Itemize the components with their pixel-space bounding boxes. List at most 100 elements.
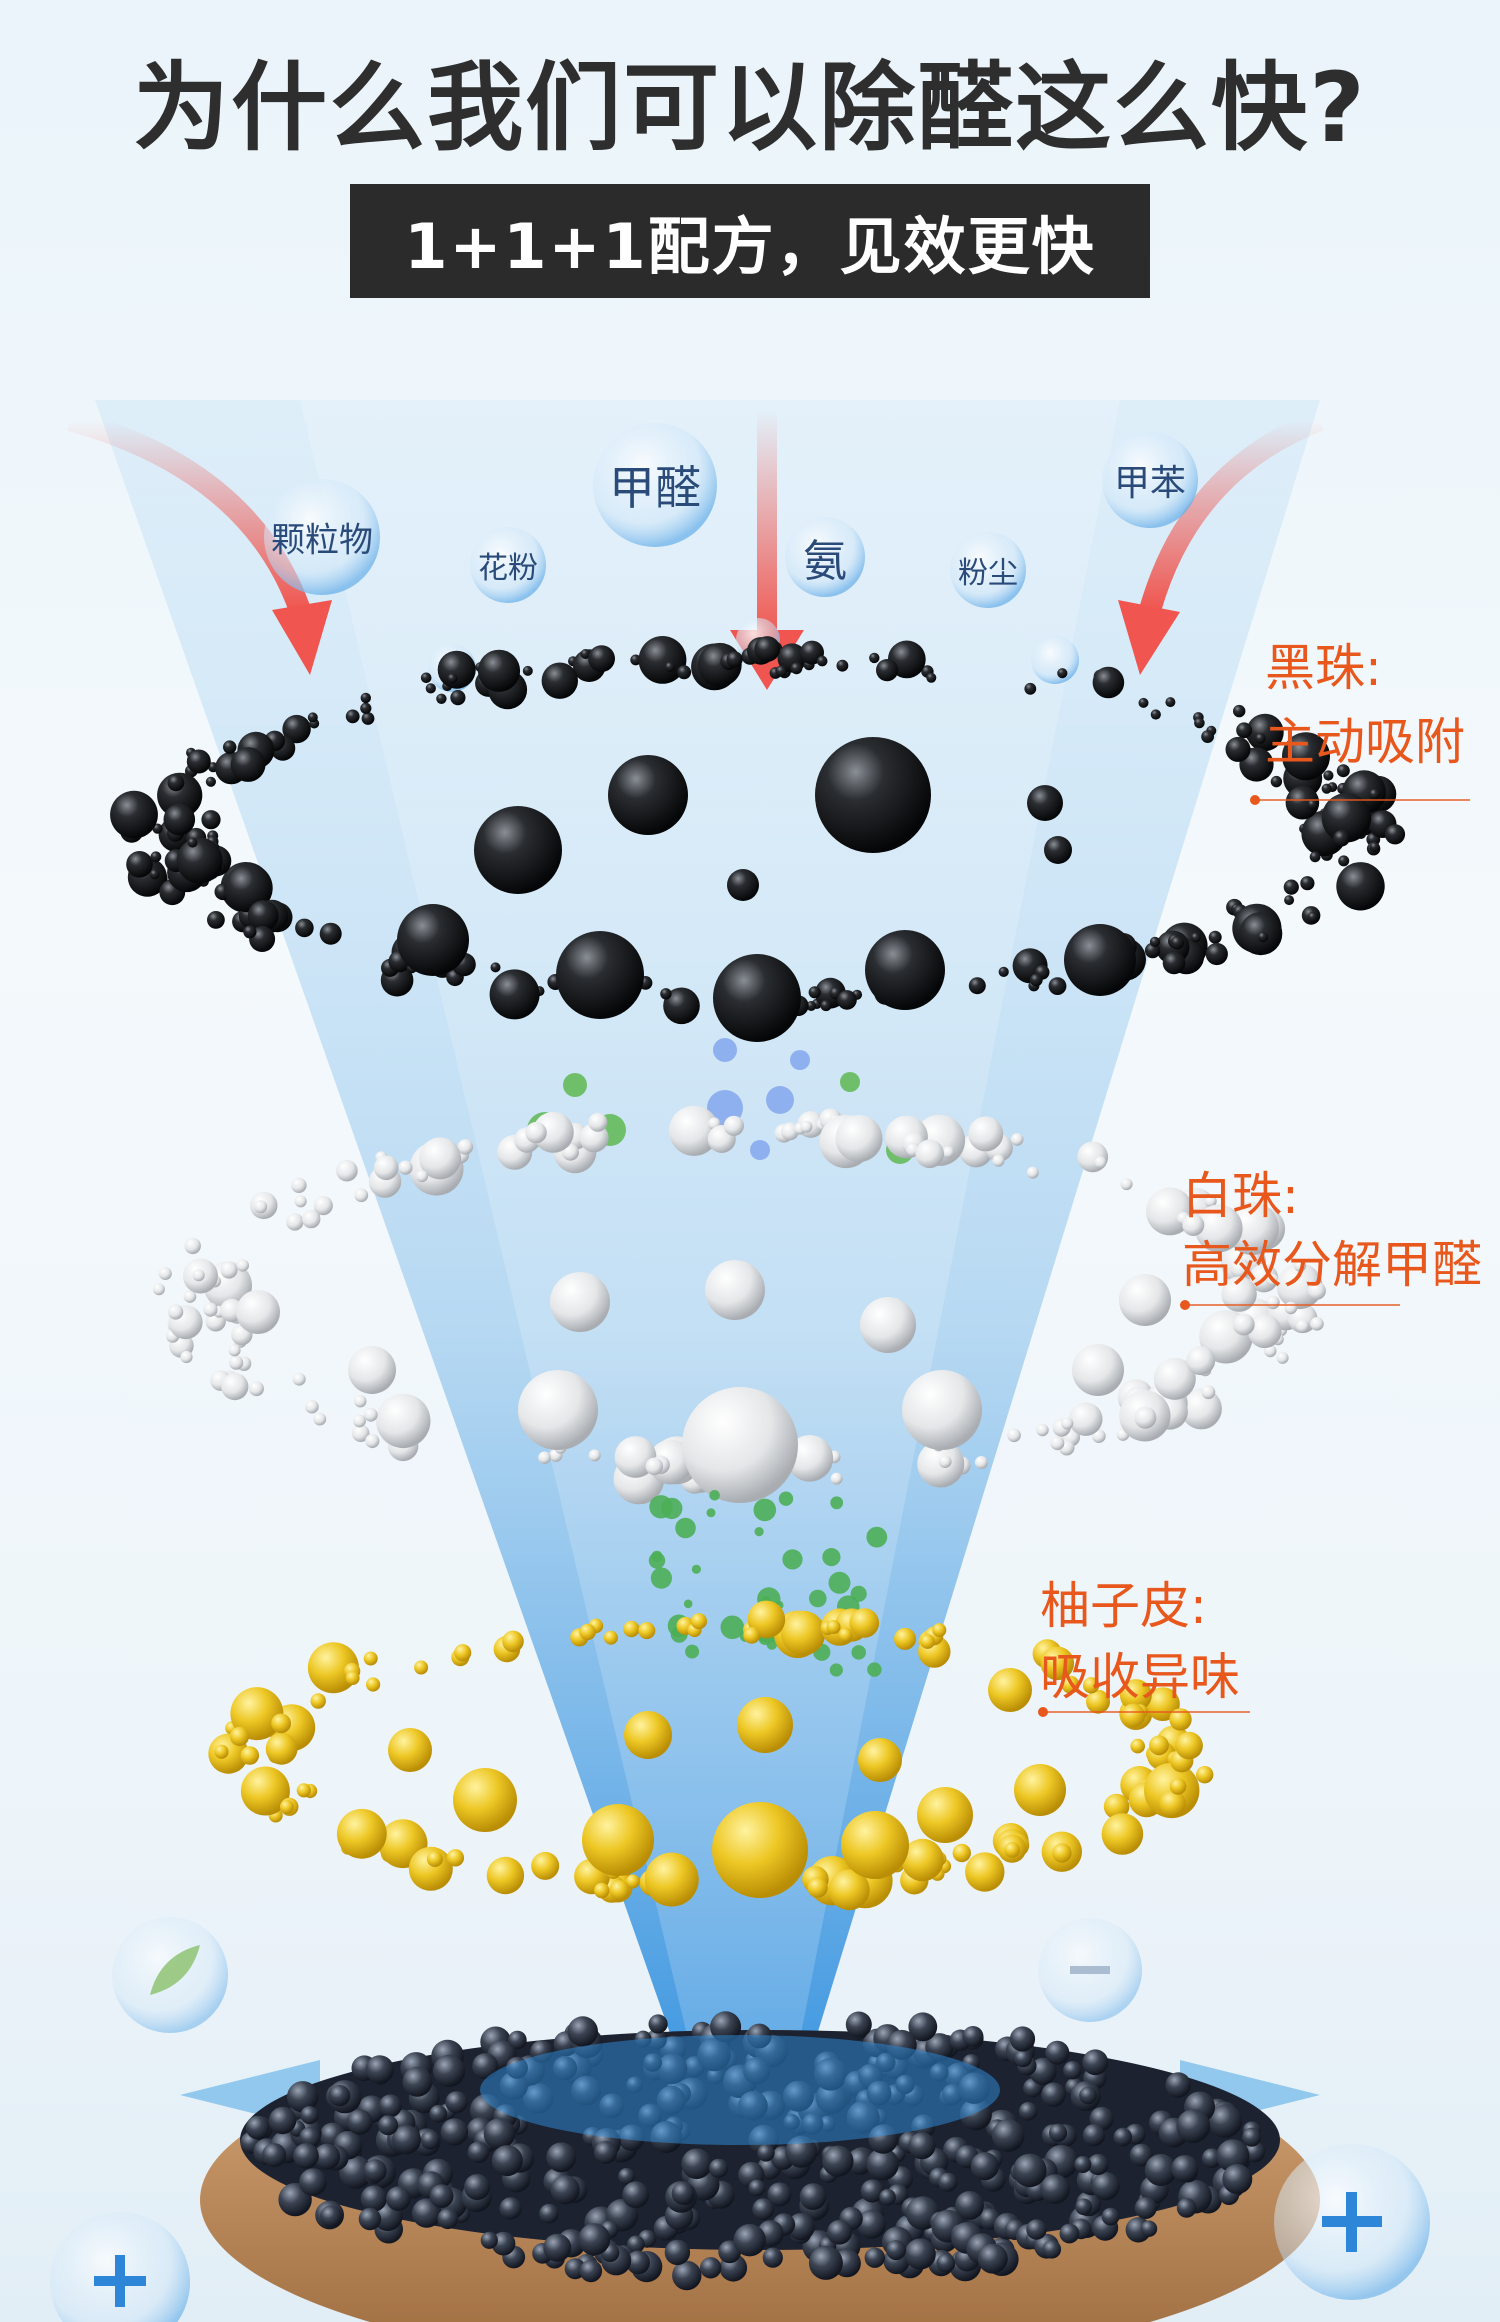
bowl-bead bbox=[437, 2208, 459, 2230]
bowl-bead bbox=[1129, 2143, 1153, 2167]
bowl-bead bbox=[864, 2247, 885, 2268]
white-bead bbox=[800, 1120, 813, 1133]
pomelo-bead bbox=[594, 1882, 610, 1899]
black-bead bbox=[474, 806, 562, 894]
white-bead bbox=[236, 1259, 249, 1272]
black-bead bbox=[638, 636, 687, 684]
white-bead bbox=[902, 1370, 982, 1450]
white-bead bbox=[1266, 1274, 1279, 1286]
pomelo-bead bbox=[271, 1713, 291, 1734]
bowl-bead bbox=[904, 2238, 936, 2270]
white-bead bbox=[236, 1290, 280, 1334]
white-bead bbox=[351, 1424, 370, 1443]
bowl-bead bbox=[386, 2186, 411, 2211]
pomelo-peel-title: 柚子皮: bbox=[1040, 1577, 1207, 1635]
white-bead bbox=[1307, 1281, 1326, 1300]
black-bead bbox=[282, 714, 311, 744]
bowl-bead bbox=[412, 2198, 442, 2228]
bowl-bead bbox=[799, 2183, 827, 2211]
bowl-bead bbox=[1014, 2049, 1033, 2068]
white-bead bbox=[152, 1283, 165, 1296]
white-bead bbox=[1007, 1428, 1021, 1443]
white-bead bbox=[1120, 1178, 1133, 1191]
white-bead bbox=[938, 1455, 952, 1468]
bowl-bead bbox=[748, 2179, 766, 2197]
black-bead bbox=[450, 690, 466, 706]
bowl-bead bbox=[970, 2152, 999, 2181]
pomelo-bead bbox=[310, 1693, 326, 1709]
white-bead bbox=[588, 1112, 608, 1132]
black-bead bbox=[490, 962, 501, 973]
bowl-bead bbox=[1242, 2127, 1262, 2147]
bowl-bead bbox=[1082, 2049, 1109, 2076]
white-bead bbox=[416, 1170, 428, 1183]
white-bead bbox=[348, 1346, 396, 1394]
pomelo-bead bbox=[932, 1623, 947, 1638]
bowl-bead bbox=[822, 2145, 854, 2177]
black-bead bbox=[1336, 764, 1350, 778]
black-bead bbox=[1282, 732, 1330, 781]
bowl-bead bbox=[827, 2219, 852, 2245]
white-bead bbox=[180, 1350, 193, 1364]
black-bead bbox=[727, 869, 759, 901]
pomelo-bead bbox=[625, 1874, 640, 1889]
black-bead bbox=[425, 683, 436, 694]
bowl-bead bbox=[1091, 2172, 1120, 2201]
bowl-bead bbox=[626, 2250, 650, 2275]
bowl-bead bbox=[539, 2203, 559, 2224]
white-bead bbox=[354, 1188, 369, 1203]
black-bead bbox=[816, 655, 828, 667]
bowl-bead bbox=[1082, 2124, 1105, 2147]
white-bead bbox=[292, 1372, 306, 1386]
bowl-bead bbox=[287, 2081, 319, 2113]
bowl-bead bbox=[429, 2184, 454, 2209]
black-bead bbox=[207, 911, 225, 929]
bowl-bead bbox=[358, 2207, 382, 2231]
white-bead bbox=[835, 1115, 883, 1162]
pomelo-bead bbox=[1196, 1766, 1214, 1784]
black-bead bbox=[447, 673, 458, 684]
bowl-bead bbox=[1040, 2174, 1070, 2205]
pollutant-label-particles: 颗粒物 bbox=[271, 520, 373, 561]
bowl-bead bbox=[618, 2168, 635, 2185]
bowl-bead bbox=[320, 2205, 342, 2227]
white-bead bbox=[1119, 1274, 1171, 1326]
bowl-bead bbox=[672, 2260, 702, 2291]
leaf-bubble-icon bbox=[112, 1917, 228, 2033]
bowl-bead bbox=[1113, 2127, 1133, 2147]
white-bead bbox=[1036, 1423, 1049, 1437]
pomelo-bead bbox=[841, 1811, 909, 1879]
white-bead bbox=[992, 1154, 1005, 1167]
pomelo-bead bbox=[1130, 1738, 1145, 1754]
black-bead bbox=[1321, 783, 1332, 794]
black-bead bbox=[1284, 895, 1295, 906]
pomelo-bead bbox=[265, 1732, 298, 1765]
white-bead bbox=[1296, 1319, 1310, 1333]
pomelo-bead bbox=[414, 1660, 429, 1675]
pomelo-bead bbox=[230, 1687, 284, 1741]
bowl-bead bbox=[1042, 2240, 1062, 2259]
pomelo-bead bbox=[1119, 1679, 1152, 1712]
pomelo-bead bbox=[1101, 1813, 1144, 1855]
black-bead bbox=[1246, 713, 1284, 752]
bowl-bead bbox=[1216, 2139, 1250, 2173]
bowl-bead bbox=[767, 2182, 792, 2207]
white-bead bbox=[313, 1412, 327, 1426]
bowl-bead bbox=[1075, 2198, 1093, 2216]
bowl-bead bbox=[480, 2231, 498, 2249]
green-molecule bbox=[866, 1526, 888, 1548]
green-molecule bbox=[830, 1496, 844, 1510]
bowl-bead bbox=[1171, 2155, 1199, 2183]
black-bead-desc: 主动吸附 bbox=[1265, 713, 1465, 771]
black-bead bbox=[815, 737, 931, 853]
bowl-bead bbox=[508, 2030, 527, 2050]
black-bead bbox=[201, 810, 221, 830]
bowl-bead bbox=[1244, 2141, 1266, 2163]
bowl-bead bbox=[1087, 2153, 1109, 2176]
green-molecule bbox=[685, 1644, 700, 1659]
black-bead bbox=[230, 747, 266, 782]
black-bead bbox=[1138, 697, 1149, 708]
black-bead bbox=[1170, 936, 1185, 950]
white-bead bbox=[1010, 1133, 1024, 1146]
white-bead bbox=[168, 1304, 184, 1320]
